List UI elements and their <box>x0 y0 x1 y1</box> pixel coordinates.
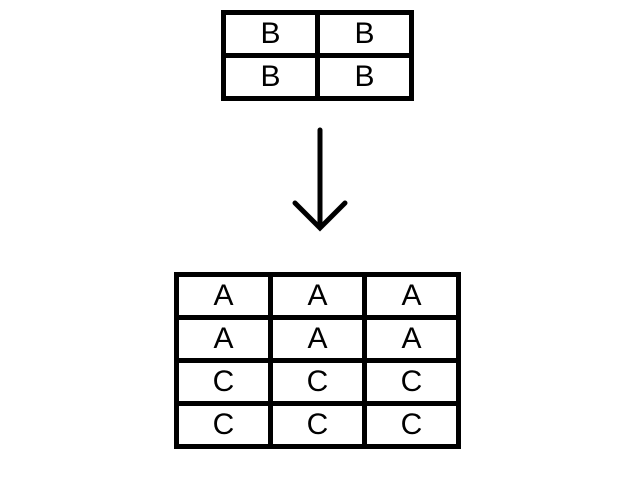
bottom-grid-cell: C <box>268 401 367 449</box>
bottom-grid-cell: C <box>362 401 461 449</box>
bottom-grid-row: A A A <box>174 272 461 320</box>
bottom-grid-cell: C <box>174 401 273 449</box>
bottom-grid-cell: C <box>362 358 461 406</box>
bottom-grid-cell: A <box>174 315 273 363</box>
bottom-grid-row: A A A <box>174 315 461 363</box>
bottom-grid-row: C C C <box>174 358 461 406</box>
bottom-grid-cell: C <box>174 358 273 406</box>
bottom-grid-cell: A <box>268 315 367 363</box>
bottom-grid: A A A A A A C C C C C C <box>174 272 461 449</box>
top-grid-cell: B <box>315 10 414 58</box>
bottom-grid-row: C C C <box>174 401 461 449</box>
bottom-grid-cell: A <box>362 315 461 363</box>
arrow-head <box>292 200 348 232</box>
top-grid-row: B B <box>221 10 414 58</box>
top-grid-row: B B <box>221 53 414 101</box>
bottom-grid-cell: A <box>174 272 273 320</box>
top-grid-cell: B <box>221 53 320 101</box>
top-grid-cell: B <box>221 10 320 58</box>
bottom-grid-cell: A <box>268 272 367 320</box>
top-grid-cell: B <box>315 53 414 101</box>
bottom-grid-cell: A <box>362 272 461 320</box>
bottom-grid-cell: C <box>268 358 367 406</box>
top-grid: B B B B <box>221 10 414 101</box>
